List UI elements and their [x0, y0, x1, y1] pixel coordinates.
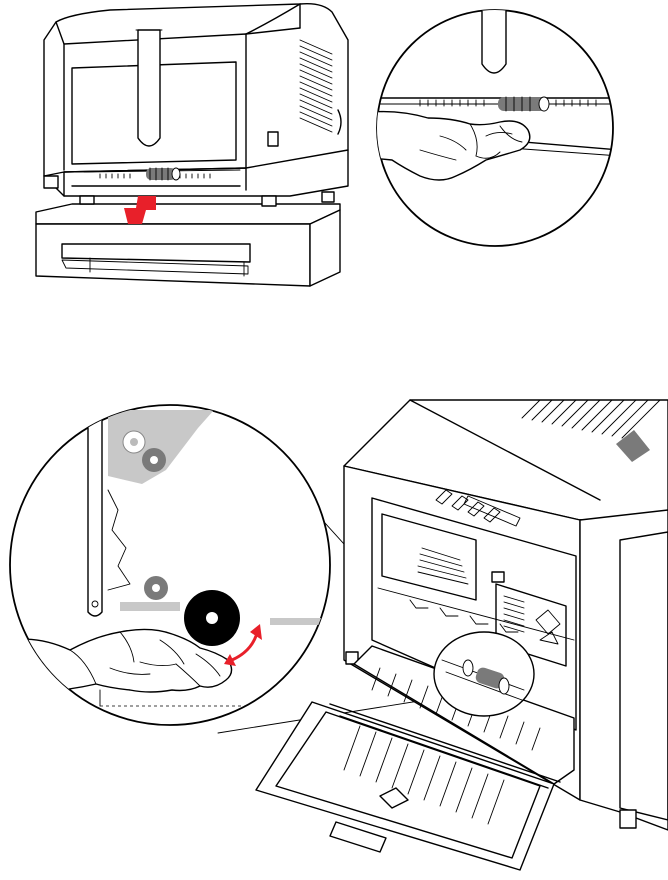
bottom-magnifier-circle: [10, 405, 330, 725]
bottom-printer-illustration: [256, 400, 668, 870]
top-magnifier-circle: [370, 0, 620, 246]
printer-body: [44, 4, 348, 206]
feed-roller-large: [184, 590, 240, 646]
feed-roller-small: [146, 168, 180, 180]
small-magnifier-circle: [434, 632, 534, 716]
lower-tray: [36, 204, 340, 286]
top-printer-illustration: [36, 4, 348, 286]
feed-roller: [498, 97, 549, 111]
